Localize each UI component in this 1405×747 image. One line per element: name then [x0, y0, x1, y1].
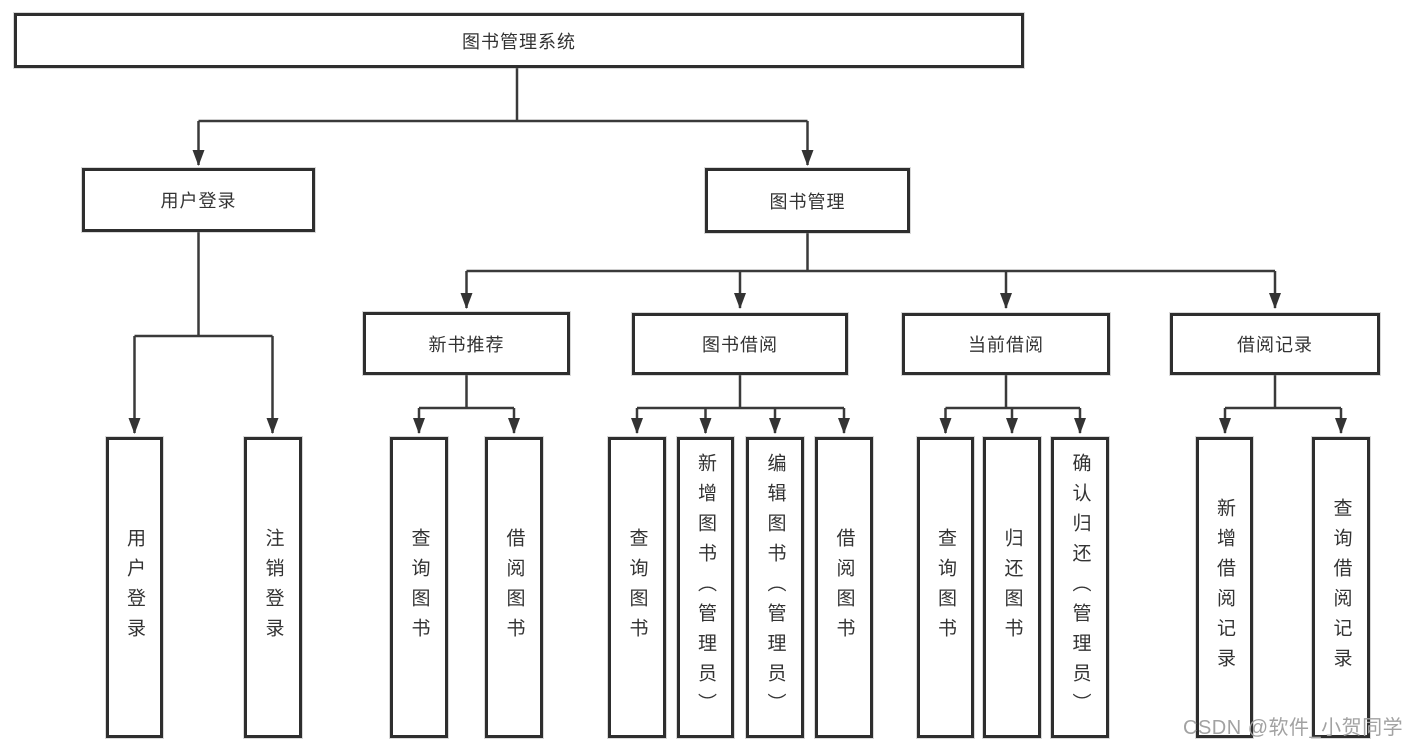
node-library-management-system: 图书管理系统 — [14, 13, 1024, 68]
node-borrow-books-2: 借阅图书 — [815, 437, 873, 738]
node-return-book: 归还图书 — [983, 437, 1041, 738]
node-borrow-books-1: 借阅图书 — [485, 437, 543, 738]
node-logout: 注销登录 — [244, 437, 302, 738]
node-borrowing-records: 借阅记录 — [1170, 313, 1380, 375]
node-add-borrow-record: 新增借阅记录 — [1196, 437, 1253, 738]
node-add-book-admin: 新增图书（管理员） — [677, 437, 734, 738]
node-edit-book-admin: 编辑图书（管理员） — [746, 437, 804, 738]
node-query-books-1: 查询图书 — [390, 437, 448, 738]
node-current-borrowing: 当前借阅 — [902, 313, 1110, 375]
node-confirm-return-admin: 确认归还（管理员） — [1051, 437, 1109, 738]
node-query-borrow-record: 查询借阅记录 — [1312, 437, 1370, 738]
watermark: CSDN @软件_小贺同学 — [1183, 717, 1404, 739]
node-book-borrowing: 图书借阅 — [632, 313, 848, 375]
node-query-books-3: 查询图书 — [917, 437, 974, 738]
node-user-login: 用户登录 — [82, 168, 315, 232]
node-user-login-leaf: 用户登录 — [106, 437, 163, 738]
node-query-books-2: 查询图书 — [608, 437, 666, 738]
node-new-book-recommend: 新书推荐 — [363, 312, 570, 375]
node-book-management: 图书管理 — [705, 168, 910, 233]
